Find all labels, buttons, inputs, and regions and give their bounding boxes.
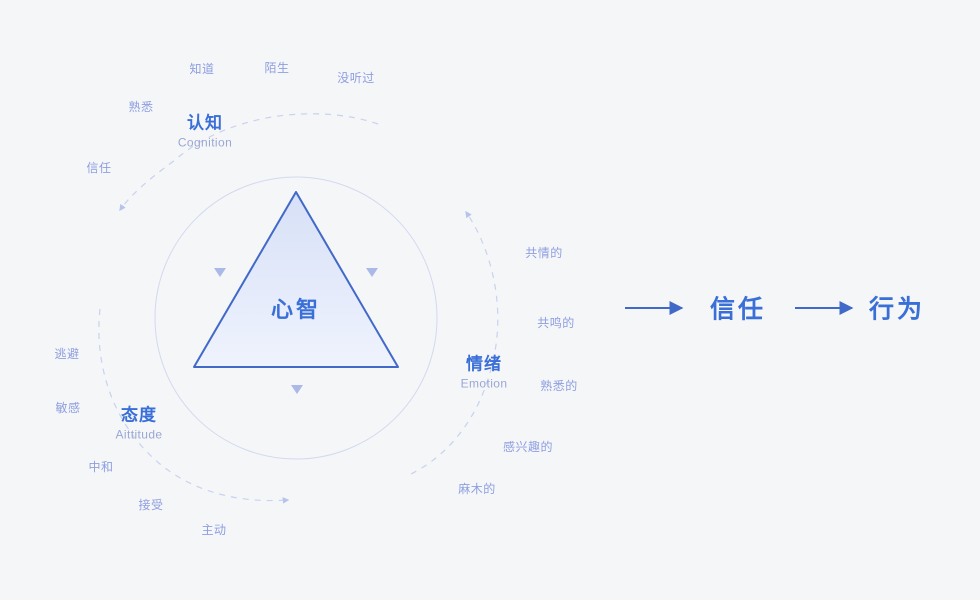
marker-triangle-left [214, 268, 226, 277]
axis-title-attitude-en: Aittitude [115, 427, 163, 442]
flow-word-trust: 信任 [709, 295, 767, 324]
axis-title-cognition-en: Cognition [177, 135, 233, 150]
arc-emotion [410, 210, 499, 475]
arc-cognition [119, 113, 379, 212]
keyword-cognition-2: 陌生 [264, 61, 290, 75]
keyword-emotion-2: 共鸣的 [537, 316, 575, 330]
keyword-attitude-1: 逃避 [54, 347, 80, 361]
keyword-emotion-3: 熟悉的 [540, 379, 578, 393]
mind-triangle [193, 191, 399, 368]
core-label: 心智 [270, 297, 322, 322]
keyword-emotion-4: 感兴趣的 [502, 440, 554, 454]
keyword-emotion-1: 共情的 [525, 246, 563, 260]
keyword-attitude-5: 主动 [201, 523, 227, 537]
axis-title-emotion-en: Emotion [460, 376, 508, 391]
keyword-attitude-2: 敏感 [55, 401, 81, 415]
keyword-emotion-5: 麻木的 [458, 482, 496, 496]
flow-word-behavior: 行为 [868, 295, 926, 324]
axis-title-emotion-cn: 情绪 [465, 354, 502, 374]
keyword-attitude-3: 中和 [88, 460, 114, 474]
axis-group-emotion: 情绪 Emotion [461, 353, 508, 392]
keyword-cognition-1: 知道 [189, 62, 215, 76]
axis-group-cognition: 认知 Cognition [178, 112, 232, 151]
keyword-cognition-5: 信任 [86, 161, 112, 175]
axis-title-attitude-cn: 态度 [121, 405, 157, 425]
keyword-cognition-4: 熟悉 [128, 100, 154, 114]
keyword-cognition-3: 没听过 [337, 71, 375, 85]
axis-group-attitude: 态度 Aittitude [116, 404, 163, 443]
marker-triangle-right [366, 268, 378, 277]
marker-triangle-bottom [291, 385, 303, 394]
keyword-attitude-4: 接受 [138, 498, 164, 512]
axis-title-cognition-cn: 认知 [187, 113, 223, 133]
